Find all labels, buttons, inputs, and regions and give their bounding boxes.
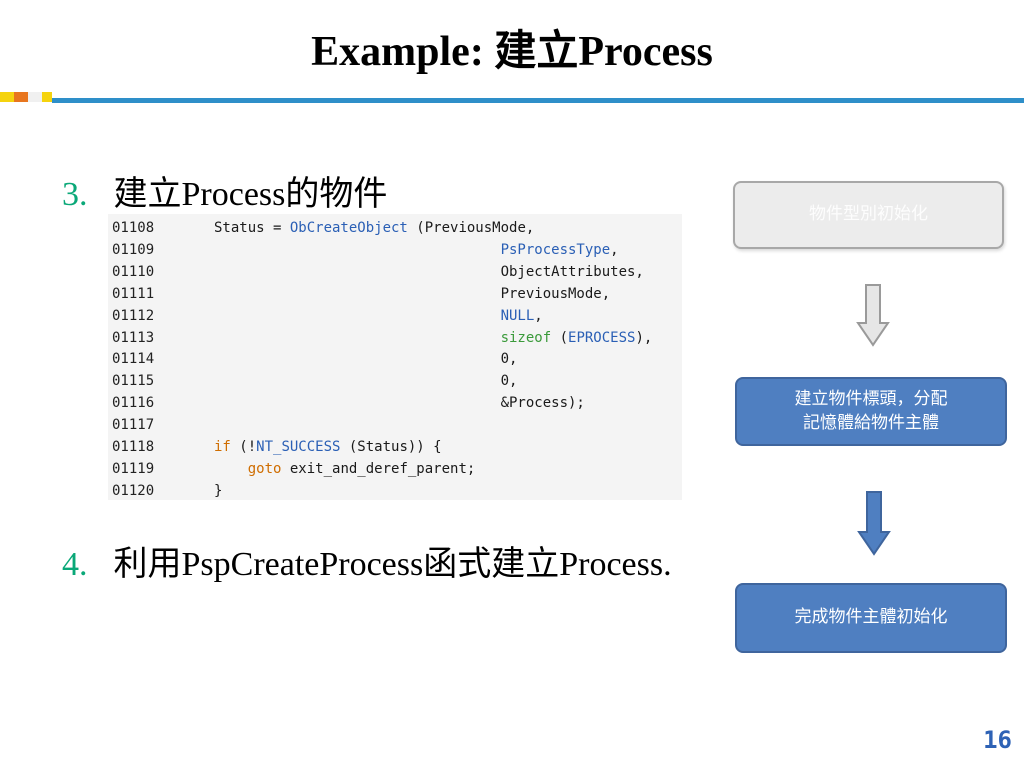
line-number: 01118	[112, 439, 155, 455]
code-text: goto exit_and_deref_parent;	[214, 458, 476, 480]
list-item-3: 3. 建立Process的物件	[62, 166, 387, 215]
code-token: ObCreateObject	[289, 220, 408, 236]
flow-step-label: 物件型別初始化	[809, 204, 928, 225]
code-token: ),	[635, 329, 653, 346]
code-text: }	[214, 480, 222, 502]
title-cjk: 建立	[494, 26, 579, 75]
flow-step-alloc-header: 建立物件標頭，分配 記憶體給物件主體	[735, 377, 1007, 446]
line-number: 01110	[112, 263, 155, 280]
code-text: 0,	[214, 348, 518, 370]
code-text: PreviousMode,	[214, 283, 611, 305]
line-number: 01111	[112, 285, 155, 302]
line-number: 01120	[112, 482, 155, 499]
slide-title: Example: 建立Process	[0, 29, 1024, 75]
flow-step-finish-body: 完成物件主體初始化	[735, 583, 1007, 653]
code-token: PsProcessType	[500, 241, 611, 258]
code-text: PsProcessType,	[214, 239, 619, 261]
list-number: 4.	[62, 546, 88, 583]
decor-square-yellow	[0, 92, 14, 102]
code-token: sizeof	[500, 329, 552, 346]
code-token	[214, 242, 501, 258]
code-token: exit_and_deref_parent;	[281, 460, 476, 477]
code-token: EPROCESS	[568, 329, 636, 346]
decor-square-white	[28, 92, 42, 102]
code-text: ObjectAttributes,	[214, 261, 644, 283]
code-token: Status =	[214, 220, 290, 236]
title-divider	[52, 98, 1024, 103]
line-number: 01117	[112, 417, 155, 434]
code-token: NT_SUCCESS	[256, 439, 341, 455]
line-number: 01109	[112, 241, 155, 258]
code-token: ,	[534, 307, 543, 324]
code-token	[214, 308, 501, 324]
code-token: 0,	[214, 351, 518, 368]
list-number: 3.	[62, 176, 88, 213]
flow-step-label-line2: 記憶體給物件主體	[803, 412, 939, 433]
code-text: &Process);	[214, 392, 585, 414]
code-token: (	[551, 329, 569, 346]
code-token: PreviousMode,	[214, 285, 611, 302]
line-number: 01115	[112, 373, 155, 390]
title-prefix: Example:	[311, 29, 495, 75]
line-number: 01114	[112, 351, 155, 368]
code-token	[214, 330, 501, 346]
line-number: 01112	[112, 307, 155, 324]
decor-square-yellow-2	[42, 92, 52, 102]
code-text: sizeof (EPROCESS),	[214, 327, 653, 349]
flow-step-init-type: 物件型別初始化	[733, 181, 1004, 249]
code-token: }	[214, 482, 223, 499]
code-text: if (!NT_SUCCESS (Status)) {	[214, 436, 442, 458]
code-text: NULL,	[214, 305, 543, 327]
code-token: ObjectAttributes,	[214, 263, 644, 280]
code-text: 0,	[214, 370, 518, 392]
code-token: &Process);	[214, 395, 585, 412]
title-suffix: Process	[578, 29, 713, 75]
list-text: 利用PspCreateProcess函式建立Process.	[113, 546, 672, 583]
code-token	[214, 461, 248, 477]
page-number: 16	[983, 726, 1012, 754]
code-token: NULL	[500, 307, 535, 324]
code-token: (PreviousMode,	[407, 220, 535, 236]
list-text: 建立Process的物件	[113, 176, 388, 213]
code-text: Status = ObCreateObject (PreviousMode,	[214, 217, 534, 239]
decor-square-orange	[14, 92, 28, 102]
line-number: 01113	[112, 329, 155, 346]
line-number: 01116	[112, 395, 155, 412]
list-item-4: 4. 利用PspCreateProcess函式建立Process.	[62, 536, 672, 585]
code-token: (Status)) {	[340, 439, 442, 455]
code-token: ,	[610, 241, 619, 258]
down-arrow-icon	[857, 491, 891, 556]
line-number: 01119	[112, 460, 155, 477]
code-token: (!	[230, 439, 257, 455]
line-number: 01108	[112, 220, 155, 236]
code-token: goto	[247, 460, 282, 477]
code-token: 0,	[214, 373, 518, 390]
down-arrow-icon	[856, 284, 890, 347]
flow-step-label-line1: 建立物件標頭，分配	[794, 388, 948, 409]
code-token: if	[214, 439, 231, 455]
flow-step-label: 完成物件主體初始化	[794, 607, 948, 628]
